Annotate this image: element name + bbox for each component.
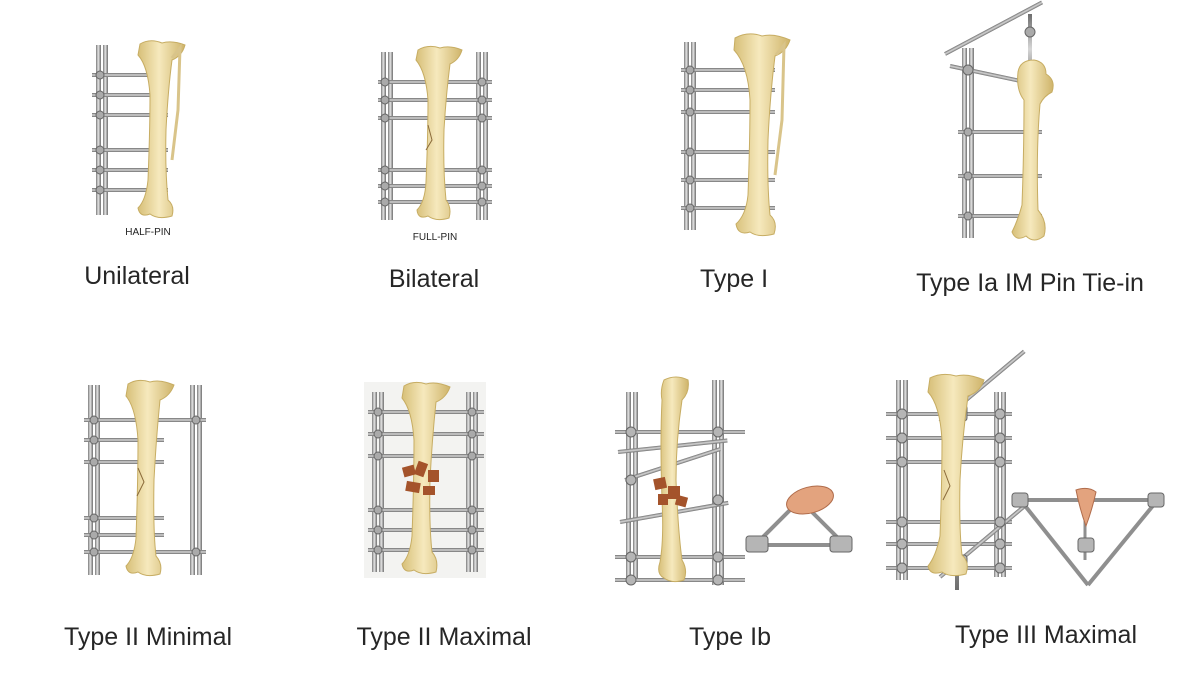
connecting-rod [684,42,696,230]
panel-type-iii-maximal: Type III Maximal [886,349,1165,649]
panel-unilateral: HALF-PIN Unilateral [84,40,190,290]
comminuted-fracture-fragments [653,476,689,508]
panel-bilateral: FULL-PIN Bilateral [378,45,492,293]
pin-type-note: HALF-PIN [125,227,171,238]
limb-cross-section [1075,487,1097,528]
connecting-rods [88,385,202,575]
limb-cross-section [786,485,834,515]
connecting-rod [962,48,974,238]
tibia-bone [137,40,186,219]
panel-type-ib: Type Ib [615,376,853,651]
connecting-rods [896,380,1006,580]
connecting-rods [381,52,488,220]
panel-caption: Type Ia IM Pin Tie-in [916,269,1144,297]
tie-in-bars [944,0,1044,85]
half-pins [92,70,168,195]
panel-caption: Type II Maximal [356,623,531,651]
tibia-bone [927,373,985,577]
cross-section-triangle-frame [745,485,853,553]
clamps [625,426,724,586]
panel-caption: Type II Minimal [64,623,232,651]
panel-caption: Type I [700,265,768,293]
connecting-rods [372,392,478,572]
panel-caption: Type III Maximal [955,621,1137,649]
panel-caption: Unilateral [84,262,190,290]
pin-type-note: FULL-PIN [413,232,457,243]
panel-type-ia-im-pin-tie-in: Type Ia IM Pin Tie-in [916,0,1144,297]
panel-caption: Type Ib [689,623,771,651]
tibia-bone [658,376,689,583]
clamps [896,404,1006,574]
connecting-rod [96,45,108,215]
panel-type-i: Type I [681,33,791,293]
femur-bone [1011,59,1054,241]
tibia-bone [125,379,175,577]
half-pins [958,127,1042,221]
tibia-bone [415,45,463,221]
panel-type-ii-maximal: Type II Maximal [356,381,532,651]
half-pins [681,65,775,213]
comminuted-fracture-fragments [401,460,439,495]
panel-type-ii-minimal: Type II Minimal [64,379,232,651]
cross-section-triangle-frame [1011,487,1165,587]
panel-caption: Bilateral [389,265,479,293]
tibia-bone [733,33,791,237]
tibia-bone [401,381,451,575]
connecting-rods [626,380,724,585]
